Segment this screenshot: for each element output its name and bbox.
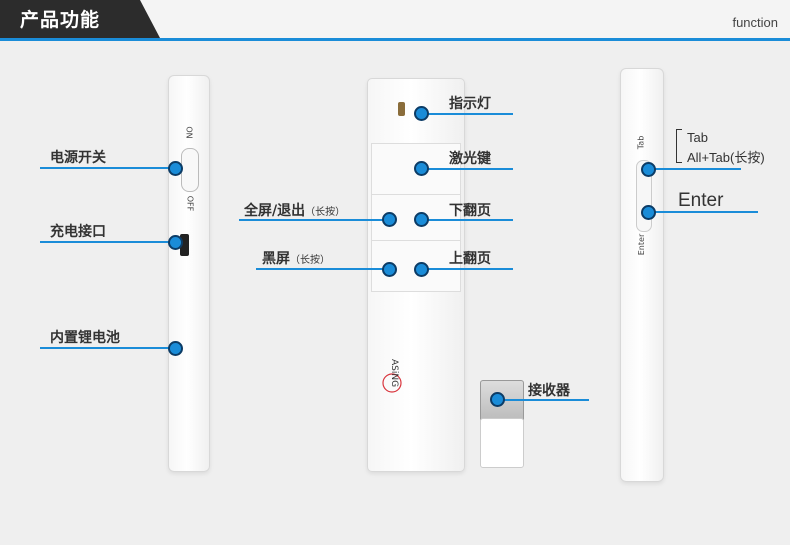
label-charge-port: 充电接口 <box>50 224 106 240</box>
callout-dot-receiver <box>490 392 505 407</box>
callout-line-enter <box>648 211 758 213</box>
callout-line-tab <box>648 168 741 170</box>
enter-key-label: Enter <box>637 233 647 256</box>
callout-line-pageup <box>420 268 513 270</box>
callout-line-receiver <box>497 399 589 401</box>
callout-line-laser <box>420 168 513 170</box>
charge-port <box>180 234 189 256</box>
callout-dot-indicator <box>414 106 429 121</box>
callout-line-blackscreen <box>256 268 389 270</box>
header-accent-line <box>0 38 790 41</box>
callout-dot-laser <box>414 161 429 176</box>
callout-line-fullscreen <box>239 219 389 221</box>
device-side-left <box>168 75 210 472</box>
switch-off-label: OFF <box>185 195 195 212</box>
device-side-right <box>620 68 664 482</box>
callout-dot-pageup <box>414 262 429 277</box>
callout-line-charge <box>40 241 174 243</box>
label-black-screen: 黑屏（长按） <box>262 251 330 267</box>
power-switch <box>181 148 199 192</box>
header-subtitle: function <box>732 15 778 30</box>
tab-bracket <box>676 129 682 163</box>
callout-dot-charge <box>168 235 183 250</box>
callout-dot-power <box>168 161 183 176</box>
brand-text: ASiNG <box>389 359 399 387</box>
callout-dot-fullscreen <box>382 212 397 227</box>
label-laser-key: 激光键 <box>449 151 491 167</box>
callout-line-indicator <box>420 113 513 115</box>
callout-dot-enter <box>641 205 656 220</box>
callout-dot-pagedown <box>414 212 429 227</box>
page-title: 产品功能 <box>20 9 101 31</box>
callout-dot-blackscreen <box>382 262 397 277</box>
label-indicator: 指示灯 <box>449 96 491 112</box>
switch-on-label: ON <box>184 126 194 139</box>
label-fullscreen: 全屏/退出（长按） <box>244 203 346 219</box>
header-dark-tab <box>0 0 160 38</box>
callout-dot-tab <box>641 162 656 177</box>
callout-line-pagedown <box>420 219 513 221</box>
usb-body <box>480 418 524 468</box>
brand-logo: ASiNG <box>382 359 402 393</box>
label-alt-tab: All+Tab(长按) <box>687 150 765 165</box>
label-page-up: 上翻页 <box>449 251 491 267</box>
label-page-down: 下翻页 <box>449 203 491 219</box>
label-battery: 内置锂电池 <box>50 330 120 346</box>
label-power-switch: 电源开关 <box>50 150 106 166</box>
indicator-led <box>398 102 405 116</box>
label-enter: Enter <box>678 190 724 211</box>
label-receiver: 接收器 <box>528 383 570 399</box>
callout-dot-battery <box>168 341 183 356</box>
callout-line-battery <box>40 347 174 349</box>
callout-line-power <box>40 167 174 169</box>
label-tab: Tab <box>687 130 708 145</box>
tab-key-label: Tab <box>636 135 646 150</box>
